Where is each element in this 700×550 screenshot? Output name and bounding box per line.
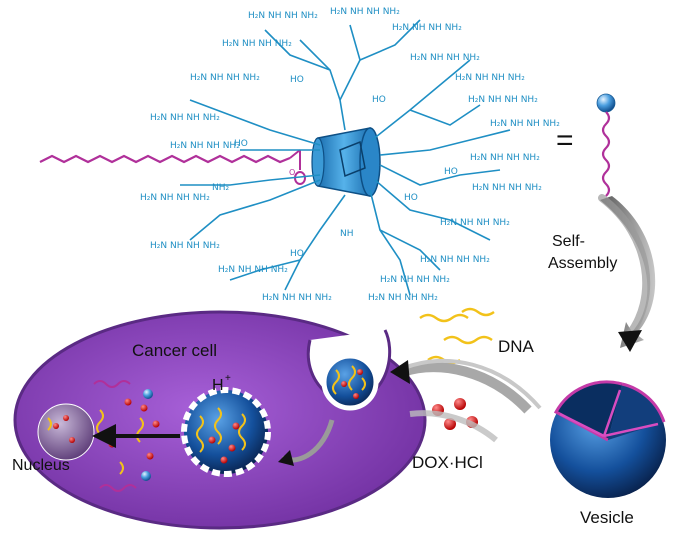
svg-text:H₂N NH NH NH₂: H₂N NH NH NH₂ [368, 293, 438, 303]
svg-text:HO: HO [234, 139, 248, 149]
endosome [181, 387, 271, 477]
nucleus-label: Nucleus [12, 457, 70, 474]
chem-labels: H₂N NH NH NH₂ H₂N NH NH NH₂ H₂N NH NH NH… [140, 7, 560, 303]
svg-text:H₂N NH NH NH₂: H₂N NH NH NH₂ [392, 23, 462, 33]
carbonyl-o-label: O [289, 168, 295, 177]
svg-text:H₂N NH NH NH₂: H₂N NH NH NH₂ [420, 255, 490, 265]
svg-text:HO: HO [404, 193, 418, 203]
alkyl-chain [39, 154, 291, 164]
self-assembly-label-line1: Self- [552, 233, 585, 250]
svg-text:HO: HO [290, 75, 304, 85]
svg-text:H₂N NH NH NH₂: H₂N NH NH NH₂ [262, 293, 332, 303]
svg-text:H₂N NH NH NH₂: H₂N NH NH NH₂ [150, 113, 220, 123]
proton-label: H [212, 377, 224, 394]
vesicle-label: Vesicle [580, 508, 634, 527]
self-assembly-label-line2: Assembly [548, 255, 617, 272]
svg-text:H₂N NH NH NH₂: H₂N NH NH NH₂ [468, 95, 538, 105]
cancer-cell-label: Cancer cell [132, 341, 217, 360]
loading-arrows [390, 358, 542, 443]
svg-text:H₂N NH NH NH₂: H₂N NH NH NH₂ [455, 73, 525, 83]
proton-charge: + [225, 373, 231, 384]
svg-text:H₂N NH NH NH₂: H₂N NH NH NH₂ [150, 241, 220, 251]
ester-linker [289, 149, 301, 170]
dna-label: DNA [498, 337, 535, 356]
svg-text:H₂N NH NH NH₂: H₂N NH NH NH₂ [410, 53, 480, 63]
svg-text:HO: HO [372, 95, 386, 105]
svg-text:HO: HO [290, 249, 304, 259]
svg-text:H₂N NH NH NH₂: H₂N NH NH NH₂ [218, 265, 288, 275]
svg-text:H₂N NH NH NH₂: H₂N NH NH NH₂ [222, 39, 292, 49]
amphiphile-icon [596, 93, 616, 197]
svg-text:HO: HO [444, 167, 458, 177]
core-cone [311, 127, 381, 197]
dendron-branches [180, 19, 511, 296]
svg-text:H₂N NH NH NH₂: H₂N NH NH NH₂ [472, 183, 542, 193]
svg-text:H₂N NH NH NH₂: H₂N NH NH NH₂ [440, 218, 510, 228]
dox-hcl-label: DOX·HCl [412, 453, 483, 472]
dendron-molecule: O H₂ [39, 7, 560, 303]
vesicle-sphere [550, 380, 666, 498]
dna-strands [419, 307, 495, 365]
endocytic-vesicle [321, 353, 379, 411]
self-assembly-arrow [598, 194, 656, 352]
svg-text:NH₂: NH₂ [212, 183, 230, 193]
svg-text:H₂N NH NH NH₂: H₂N NH NH NH₂ [140, 193, 210, 203]
svg-text:NH: NH [340, 229, 354, 239]
svg-text:H₂N NH NH NH₂: H₂N NH NH NH₂ [490, 119, 560, 129]
nucleus [37, 403, 95, 461]
svg-text:H₂N NH NH NH₂: H₂N NH NH NH₂ [248, 11, 318, 21]
svg-text:H₂N NH NH NH₂: H₂N NH NH NH₂ [470, 153, 540, 163]
svg-text:H₂N NH NH NH₂: H₂N NH NH NH₂ [380, 275, 450, 285]
svg-text:H₂N NH NH NH₂: H₂N NH NH NH₂ [330, 7, 400, 17]
svg-text:H₂N NH NH NH₂: H₂N NH NH NH₂ [190, 73, 260, 83]
svg-text:H₂N NH NH NH₂: H₂N NH NH NH₂ [170, 141, 240, 151]
equals-sign: = [556, 124, 574, 157]
